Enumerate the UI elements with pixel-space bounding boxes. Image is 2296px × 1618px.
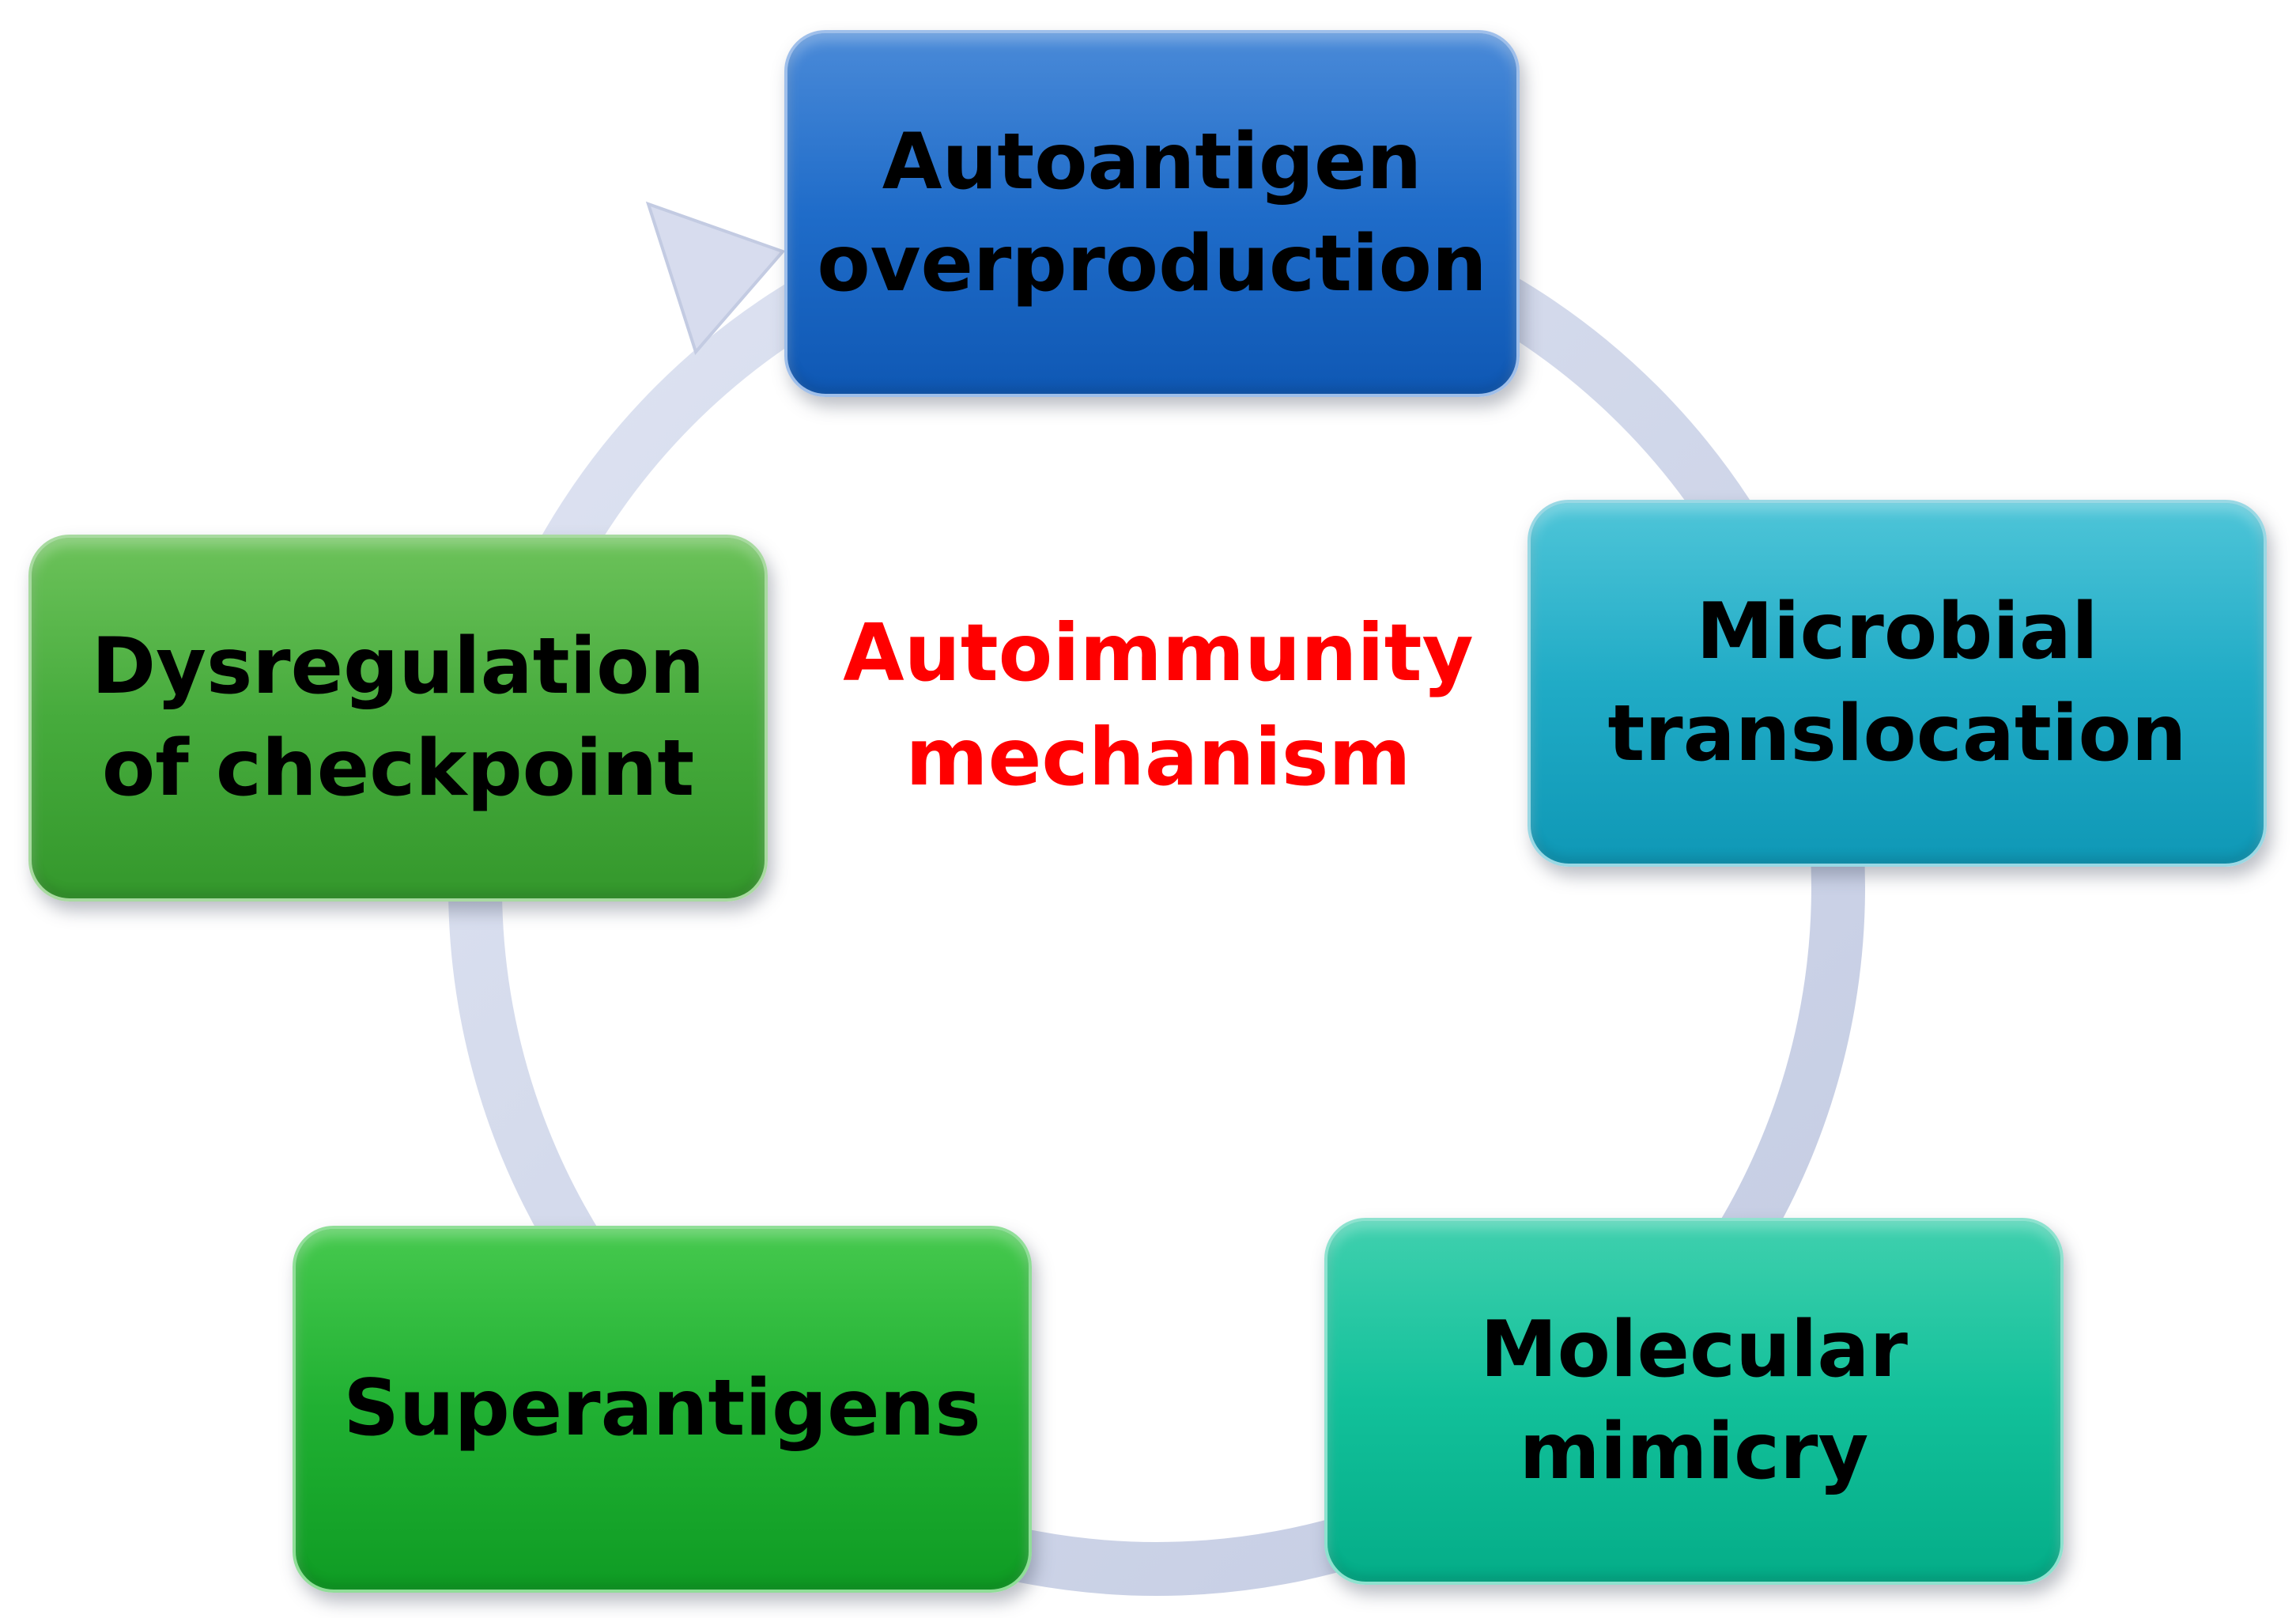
node-dysregulation-of-checkpoint: Dysregulation of checkpoint (28, 535, 768, 902)
node-label: Molecular mimicry (1480, 1304, 1908, 1497)
center-title-line2: mechanism (905, 711, 1411, 803)
cycle-arrowhead (645, 201, 786, 355)
center-title: Autoimmunity mechanism (791, 601, 1526, 810)
node-label: Dysregulation of checkpoint (91, 621, 705, 814)
node-label: Microbial translocation (1607, 586, 2187, 779)
node-molecular-mimicry: Molecular mimicry (1324, 1218, 2064, 1585)
center-title-line1: Autoimmunity (843, 607, 1474, 699)
node-label: Autoantigen overproduction (817, 116, 1487, 309)
node-microbial-translocation: Microbial translocation (1528, 500, 2267, 867)
node-superantigens: Superantigens (293, 1226, 1032, 1593)
node-autoantigen-overproduction: Autoantigen overproduction (784, 30, 1520, 397)
node-label: Superantigens (343, 1363, 981, 1454)
